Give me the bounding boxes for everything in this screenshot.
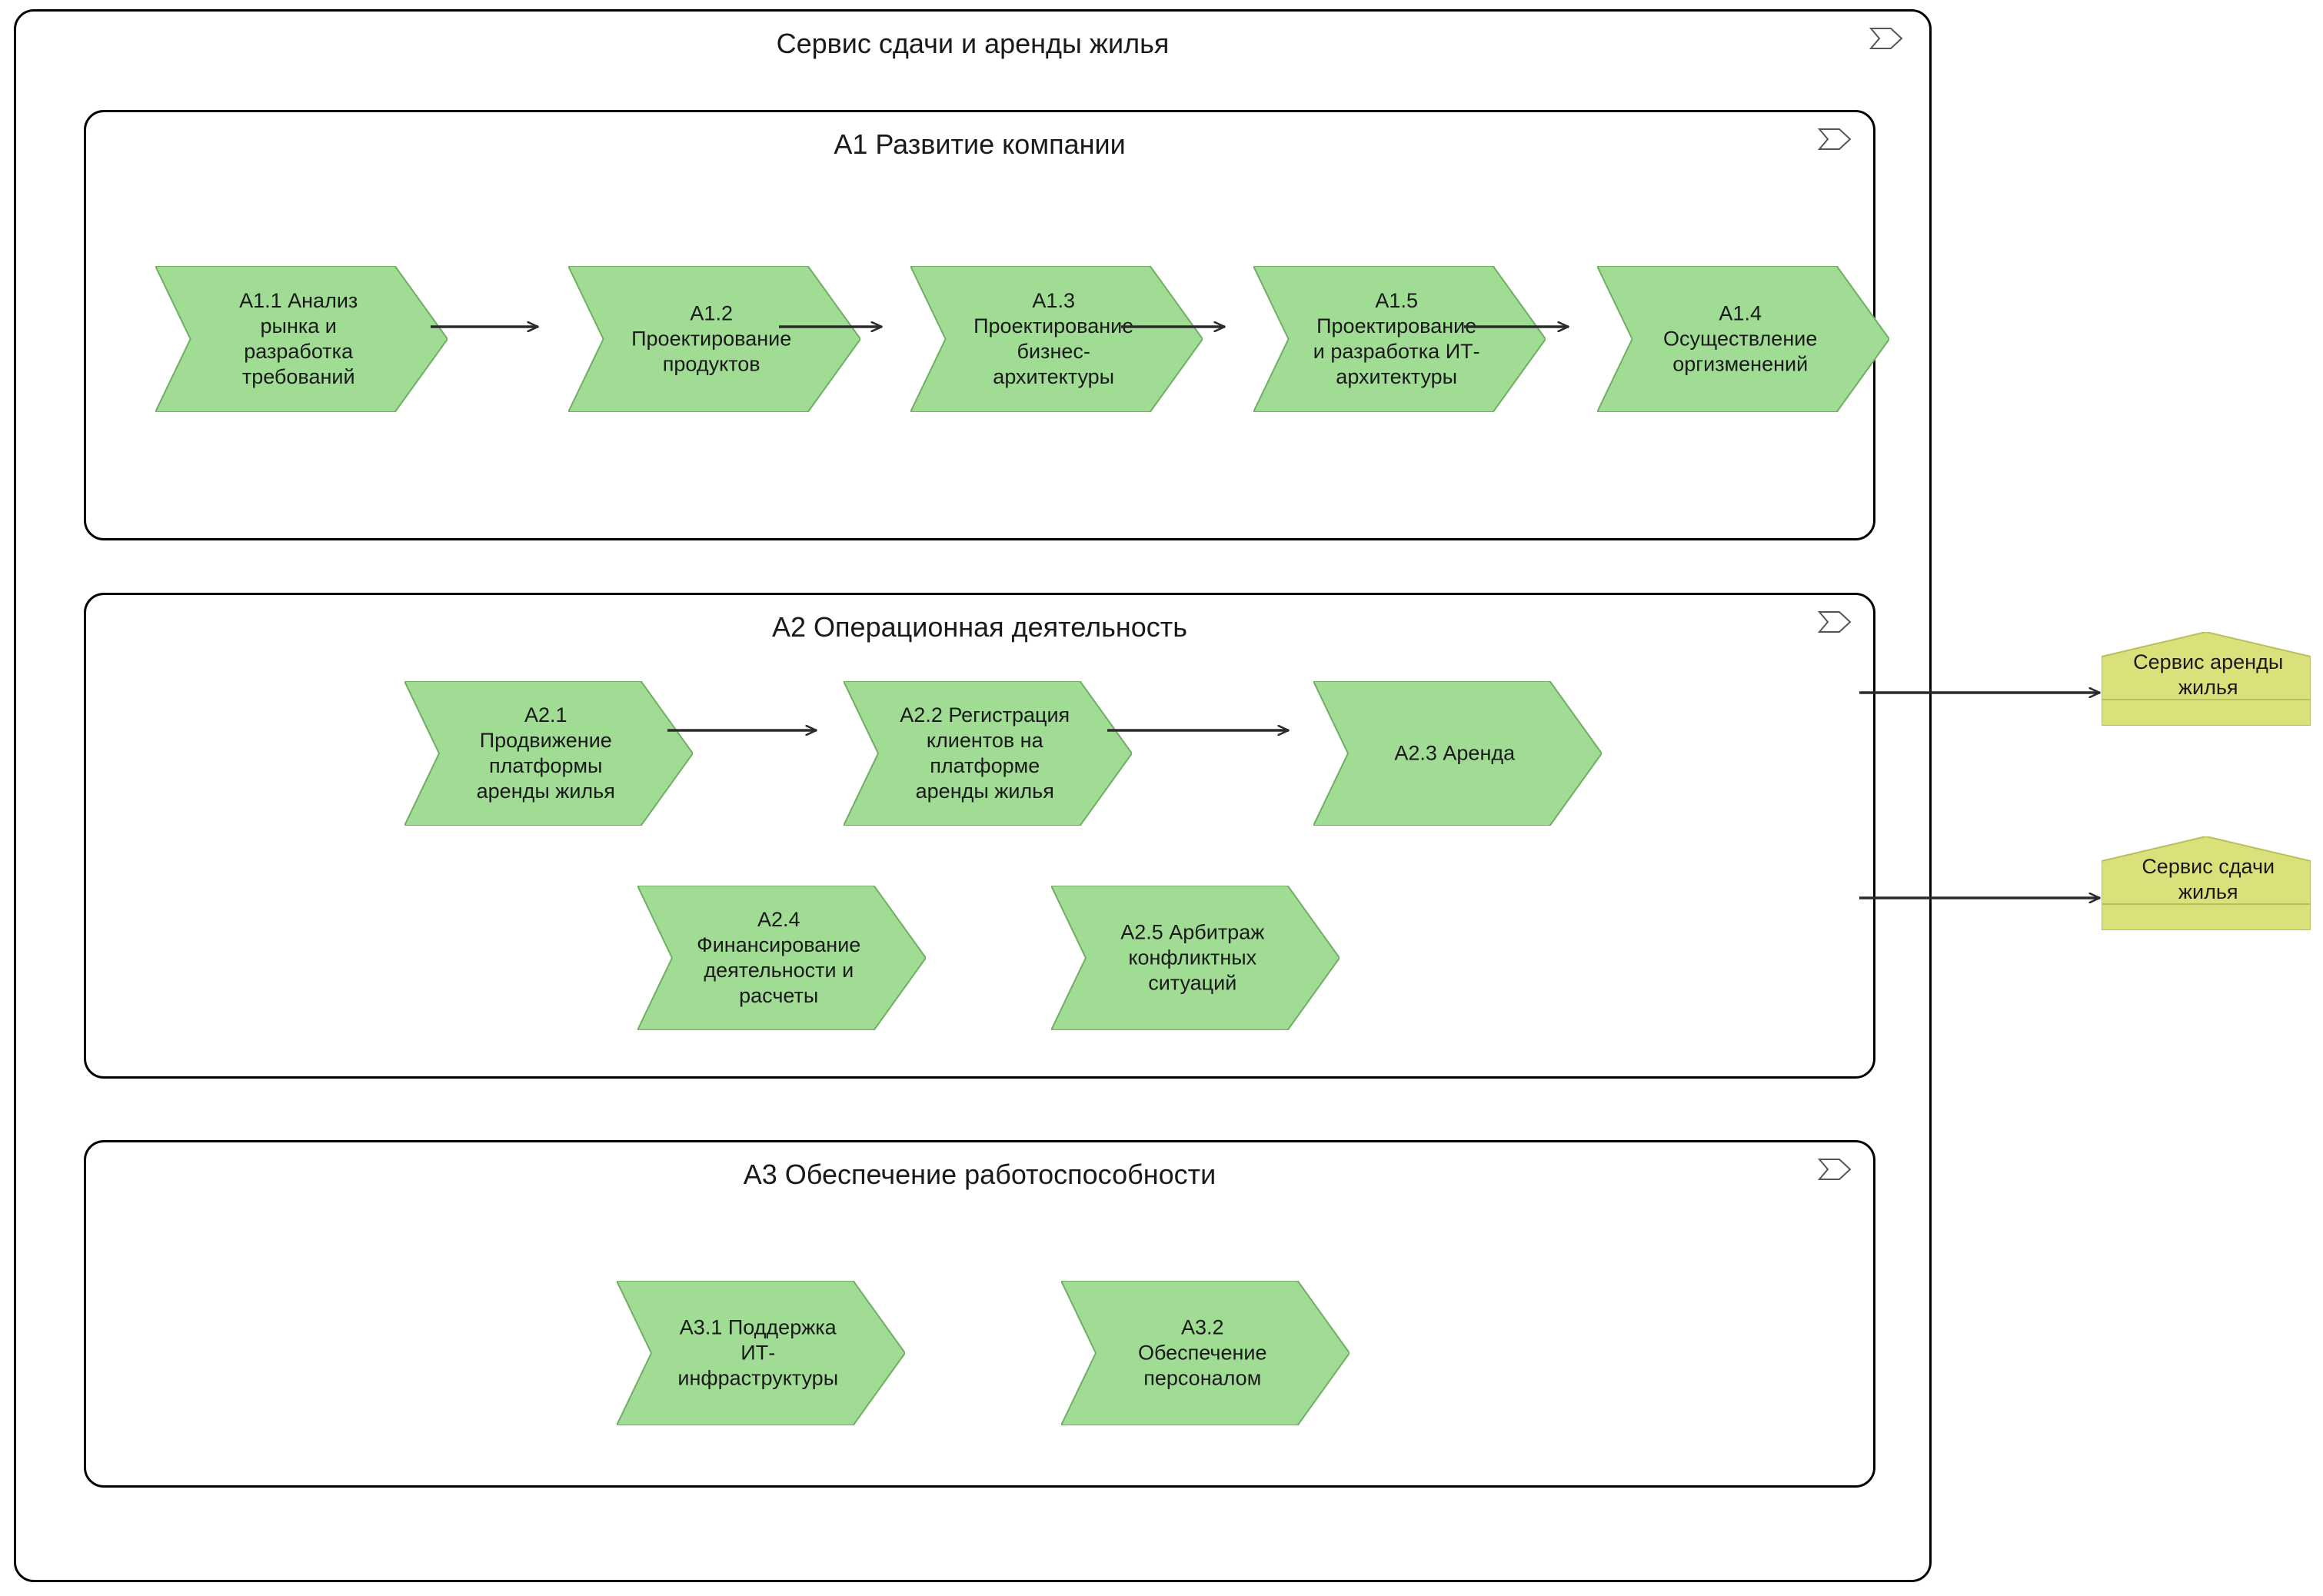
- group-a1[interactable]: A1 Развитие компании A1.1 Анализ рынка и…: [84, 110, 1889, 540]
- business-process-icon: [1818, 611, 1852, 633]
- process-label: A3.1 Поддержка ИТ- инфраструктуры: [677, 1315, 839, 1390]
- service-label: Сервис сдачи жилья: [2142, 855, 2275, 904]
- process-label: A2.3 Аренда: [1394, 741, 1516, 765]
- group-a2-title: A2 Операционная деятельность: [772, 611, 1187, 643]
- process-a2-5[interactable]: A2.5 Арбитраж конфликтных ситуаций: [1051, 886, 1340, 1030]
- process-label: A1.2 Проектирование продуктов: [631, 301, 792, 376]
- process-label: A1.3 Проектирование бизнес- архитектуры: [973, 289, 1134, 388]
- process-label: A1.1 Анализ рынка и разработка требовани…: [239, 289, 358, 388]
- process-label: A1.4 Осуществление оргизменений: [1663, 301, 1818, 376]
- process-a3-1[interactable]: A3.1 Поддержка ИТ- инфраструктуры: [617, 1281, 905, 1425]
- business-process-icon: [1818, 128, 1852, 150]
- process-label: A2.2 Регистрация клиентов на платформе а…: [900, 703, 1070, 803]
- service-outline: [2102, 836, 2311, 930]
- process-a1-2[interactable]: A1.2 Проектирование продуктов: [568, 266, 860, 412]
- service-divider: [2102, 903, 2311, 906]
- service-arenda-zhilya[interactable]: Сервис аренды жилья: [2102, 632, 2311, 726]
- service-sdachi-zhilya[interactable]: Сервис сдачи жилья: [2102, 836, 2311, 930]
- group-root-title: Сервис сдачи и аренды жилья: [776, 28, 1170, 59]
- business-process-icon: [1818, 1159, 1852, 1180]
- business-process-icon: [1869, 28, 1903, 49]
- process-a2-4[interactable]: A2.4 Финансирование деятельности и расче…: [637, 886, 926, 1030]
- process-label: A2.1 Продвижение платформы аренды жилья: [476, 703, 615, 803]
- process-label: A2.5 Арбитраж конфликтных ситуаций: [1120, 920, 1265, 995]
- process-a1-4[interactable]: A1.4 Осуществление оргизменений: [1597, 266, 1889, 412]
- group-a3-title: A3 Обеспечение работоспособности: [743, 1159, 1216, 1190]
- process-a2-3[interactable]: A2.3 Аренда: [1313, 681, 1602, 826]
- service-outline: [2102, 632, 2311, 726]
- process-label: A1.5 Проектирование и разработка ИТ- арх…: [1313, 289, 1480, 388]
- process-label: A3.2 Обеспечение персоналом: [1137, 1315, 1267, 1390]
- process-a3-2[interactable]: A3.2 Обеспечение персоналом: [1061, 1281, 1350, 1425]
- service-divider: [2102, 699, 2311, 701]
- service-label: Сервис аренды жилья: [2133, 650, 2284, 700]
- process-a2-2[interactable]: A2.2 Регистрация клиентов на платформе а…: [844, 681, 1132, 826]
- process-a1-3[interactable]: A1.3 Проектирование бизнес- архитектуры: [910, 266, 1203, 412]
- group-root[interactable]: Сервис сдачи и аренды жилья A1 Развитие …: [14, 9, 1932, 1582]
- process-a1-1[interactable]: A1.1 Анализ рынка и разработка требовани…: [155, 266, 448, 412]
- process-a1-5[interactable]: A1.5 Проектирование и разработка ИТ- арх…: [1253, 266, 1546, 412]
- group-a3[interactable]: A3 Обеспечение работоспособности A3.1 По…: [84, 1140, 1875, 1488]
- group-a1-title: A1 Развитие компании: [834, 128, 1126, 160]
- group-a2[interactable]: A2 Операционная деятельность A2.1 Продви…: [84, 593, 1875, 1079]
- process-a2-1[interactable]: A2.1 Продвижение платформы аренды жилья: [404, 681, 693, 826]
- process-label: A2.4 Финансирование деятельности и расче…: [697, 908, 861, 1007]
